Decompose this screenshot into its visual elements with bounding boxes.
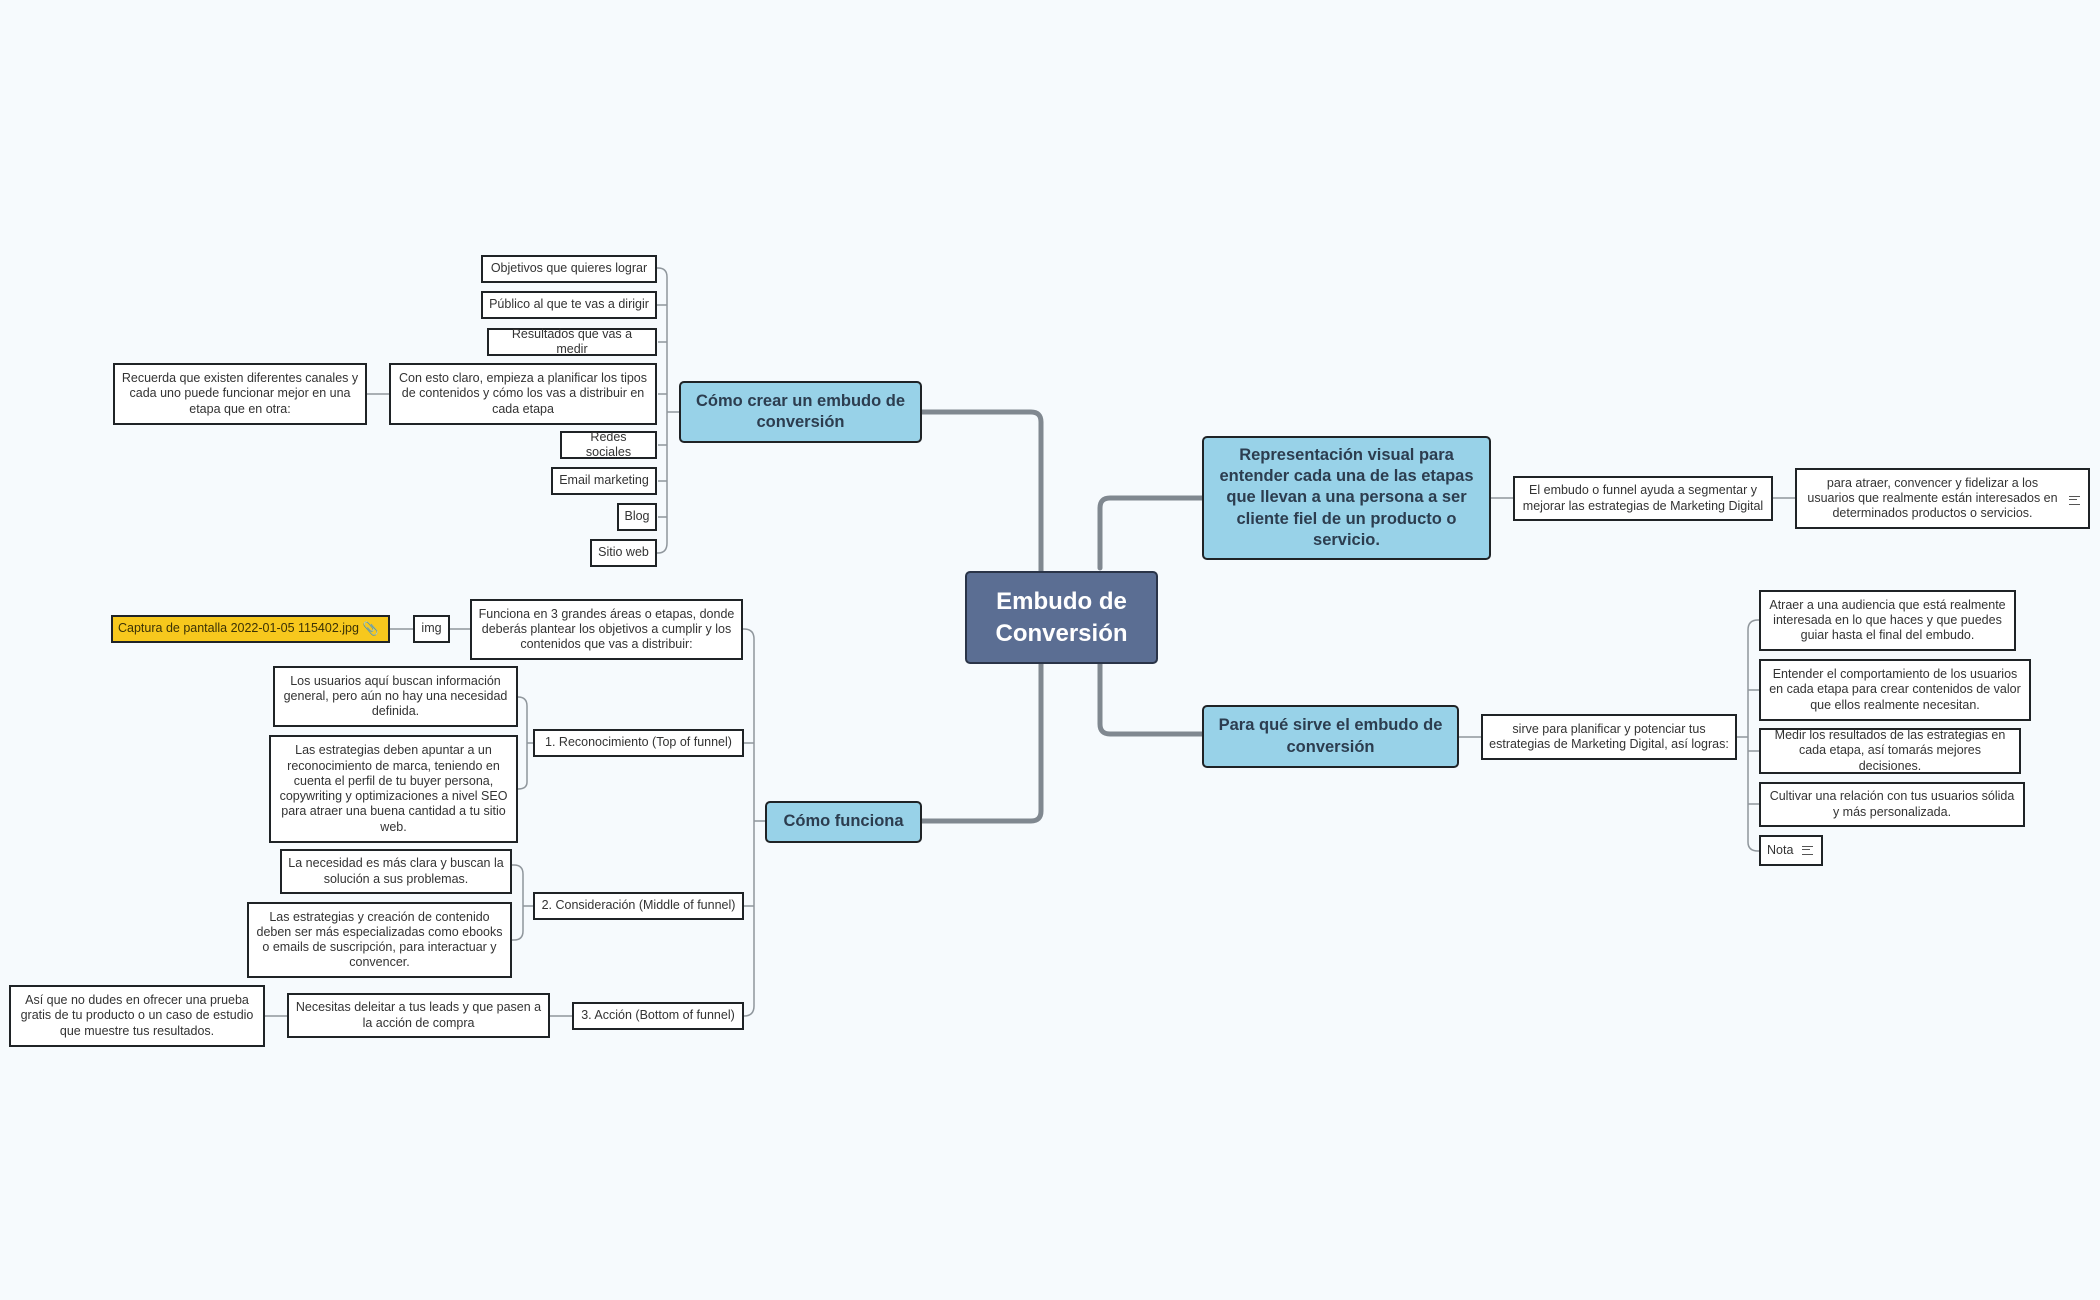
root-topic[interactable]: Embudo de Conversión: [965, 571, 1158, 664]
topic-para-que-sirve[interactable]: Para qué sirve el embudo de conversión: [1202, 705, 1459, 768]
stage-accion-detail-1[interactable]: Necesitas deleitar a tus leads y que pas…: [287, 993, 550, 1038]
stage-accion-label: 3. Acción (Bottom of funnel): [581, 1008, 735, 1023]
benefit-cultivar-label: Cultivar una relación con tus usuarios s…: [1769, 789, 2015, 819]
stage-consideracion-label: 2. Consideración (Middle of funnel): [541, 898, 736, 913]
benefit-nota[interactable]: Nota: [1759, 835, 1823, 866]
stage-reconocimiento[interactable]: 1. Reconocimiento (Top of funnel): [533, 729, 744, 757]
benefit-entender-label: Entender el comportamiento de los usuari…: [1769, 667, 2021, 712]
stage-consideracion-detail-2[interactable]: Las estrategias y creación de contenido …: [247, 902, 512, 978]
note-icon[interactable]: [1802, 846, 1814, 855]
subtopic-objetivos-label: Objetivos que quieres lograr: [490, 261, 648, 276]
subtopic-email-marketing[interactable]: Email marketing: [551, 467, 657, 495]
subtopic-canales-note[interactable]: Recuerda que existen diferentes canales …: [113, 363, 367, 425]
subtopic-redes-sociales-label: Redes sociales: [585, 429, 632, 459]
subtopic-sirve-para[interactable]: sirve para planificar y potenciar tus es…: [1481, 714, 1737, 760]
subtopic-blog[interactable]: Blog: [617, 503, 657, 531]
topic-como-crear-label: Cómo crear un embudo de conversión: [695, 391, 906, 431]
stage-reconocimiento-detail-1[interactable]: Los usuarios aquí buscan información gen…: [273, 666, 518, 727]
topic-como-crear[interactable]: Cómo crear un embudo de conversión: [679, 381, 922, 443]
subtopic-img[interactable]: img: [413, 615, 450, 643]
stage-accion-detail-1-label: Necesitas deleitar a tus leads y que pas…: [295, 1000, 542, 1030]
subtopic-blog-label: Blog: [624, 509, 650, 524]
subtopic-sitio-web[interactable]: Sitio web: [590, 539, 657, 567]
topic-como-funciona-label: Cómo funciona: [783, 812, 904, 831]
subtopic-planificar-label: Con esto claro, empieza a planificar los…: [398, 371, 648, 416]
stage-consideracion[interactable]: 2. Consideración (Middle of funnel): [533, 892, 744, 920]
stage-accion-detail-2-label: Así que no dudes en ofrecer una prueba g…: [20, 993, 254, 1038]
subtopic-sirve-para-label: sirve para planificar y potenciar tus es…: [1489, 721, 1729, 751]
benefit-medir-label: Medir los resultados de las estrategias …: [1774, 728, 2006, 773]
subtopic-img-label: img: [421, 621, 442, 636]
subtopic-publico[interactable]: Público al que te vas a dirigir: [481, 291, 657, 319]
attachment-captura[interactable]: Captura de pantalla 2022-01-05 115402.jp…: [111, 615, 390, 643]
subtopic-redes-sociales[interactable]: Redes sociales: [560, 429, 657, 459]
benefit-atraer[interactable]: Atraer a una audiencia que está realment…: [1759, 590, 2016, 651]
subtopic-objetivos[interactable]: Objetivos que quieres lograr: [481, 255, 657, 283]
subtopic-funciona-intro-label: Funciona en 3 grandes áreas o etapas, do…: [478, 606, 735, 652]
subtopic-planificar[interactable]: Con esto claro, empieza a planificar los…: [389, 363, 657, 425]
subtopic-publico-label: Público al que te vas a dirigir: [489, 297, 649, 312]
note-icon[interactable]: [2069, 496, 2080, 505]
topic-representacion[interactable]: Representación visual para entender cada…: [1202, 436, 1491, 560]
topic-como-funciona[interactable]: Cómo funciona: [765, 801, 922, 843]
stage-reconocimiento-detail-2-label: Las estrategias deben apuntar a un recon…: [279, 743, 508, 834]
topic-para-que-sirve-label: Para qué sirve el embudo de conversión: [1218, 716, 1443, 756]
stage-reconocimiento-detail-1-label: Los usuarios aquí buscan información gen…: [283, 673, 508, 719]
attachment-filename: Captura de pantalla 2022-01-05 115402.jp…: [118, 621, 359, 636]
topic-representacion-label: Representación visual para entender cada…: [1219, 446, 1474, 549]
paperclip-icon: 📎: [362, 621, 379, 637]
subtopic-resultados-label: Resultados que vas a medir: [511, 326, 633, 356]
subtopic-email-marketing-label: Email marketing: [559, 473, 649, 488]
benefit-atraer-label: Atraer a una audiencia que está realment…: [1769, 597, 2006, 643]
stage-consideracion-detail-2-label: Las estrategias y creación de contenido …: [256, 909, 503, 970]
benefit-cultivar[interactable]: Cultivar una relación con tus usuarios s…: [1759, 782, 2025, 827]
subtopic-atraer-convencer-label: para atraer, convencer y fidelizar a los…: [1807, 475, 2058, 521]
stage-reconocimiento-detail-2[interactable]: Las estrategias deben apuntar a un recon…: [269, 735, 518, 843]
stage-consideracion-detail-1-label: La necesidad es más clara y buscan la so…: [288, 856, 504, 886]
subtopic-segmentar-label: El embudo o funnel ayuda a segmentar y m…: [1522, 483, 1764, 513]
subtopic-funciona-intro[interactable]: Funciona en 3 grandes áreas o etapas, do…: [470, 599, 743, 660]
subtopic-canales-note-label: Recuerda que existen diferentes canales …: [121, 371, 359, 416]
stage-consideracion-detail-1[interactable]: La necesidad es más clara y buscan la so…: [280, 849, 512, 894]
stage-accion-detail-2[interactable]: Así que no dudes en ofrecer una prueba g…: [9, 985, 265, 1047]
benefit-nota-label: Nota: [1767, 842, 1794, 857]
subtopic-atraer-convencer[interactable]: para atraer, convencer y fidelizar a los…: [1795, 468, 2090, 529]
stage-accion[interactable]: 3. Acción (Bottom of funnel): [572, 1002, 744, 1030]
benefit-medir[interactable]: Medir los resultados de las estrategias …: [1759, 728, 2021, 774]
subtopic-segmentar[interactable]: El embudo o funnel ayuda a segmentar y m…: [1513, 476, 1773, 521]
stage-reconocimiento-label: 1. Reconocimiento (Top of funnel): [545, 735, 732, 750]
subtopic-sitio-web-label: Sitio web: [598, 545, 649, 560]
root-topic-label: Embudo de Conversión: [995, 588, 1128, 647]
subtopic-resultados[interactable]: Resultados que vas a medir: [487, 326, 657, 356]
benefit-entender[interactable]: Entender el comportamiento de los usuari…: [1759, 659, 2031, 721]
